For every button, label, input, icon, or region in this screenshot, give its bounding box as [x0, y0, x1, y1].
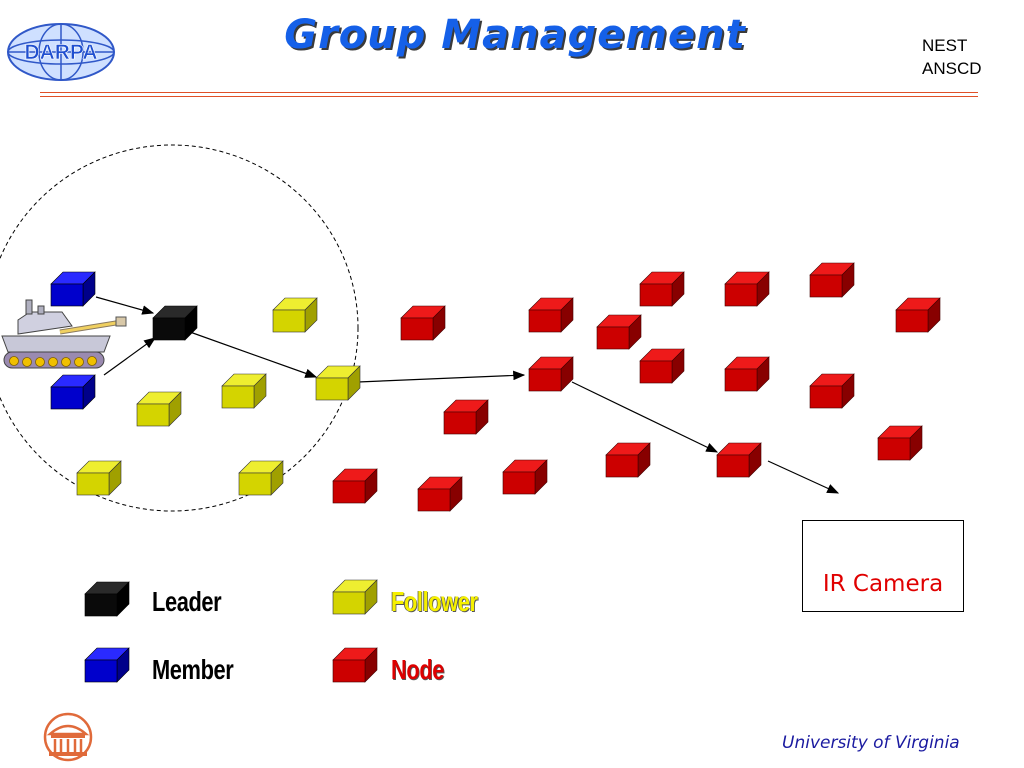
member-brick	[50, 271, 96, 307]
node-brick	[502, 459, 548, 495]
legend-node-brick	[332, 647, 378, 683]
legend-leader-label: Leader	[152, 586, 222, 617]
node-brick	[716, 442, 762, 478]
legend-follower-label: Follower	[391, 586, 478, 617]
follower-brick	[272, 297, 318, 333]
node-brick	[605, 442, 651, 478]
node-brick	[724, 271, 770, 307]
legend-leader-brick	[84, 581, 130, 617]
node-brick	[332, 468, 378, 504]
org-label-text: NEST ANSCD	[922, 36, 982, 78]
leader-brick	[152, 305, 198, 341]
node-brick	[417, 476, 463, 512]
follower-brick	[76, 460, 122, 496]
darpa-logo: DARPA	[6, 22, 116, 86]
member-bricks	[50, 271, 96, 410]
arrow-node-to-camera	[767, 460, 840, 494]
slide-title: Group Management	[284, 12, 746, 58]
follower-brick	[315, 365, 361, 401]
legend-node-label: Node	[391, 654, 445, 685]
arrow-member-to-leader-top	[95, 296, 155, 315]
darpa-logo-text: DARPA	[24, 41, 97, 64]
tank-icon	[1, 299, 127, 369]
node-brick	[724, 356, 770, 392]
arrows	[95, 296, 840, 494]
header-rule	[40, 92, 978, 97]
follower-brick	[136, 391, 182, 427]
ir-camera-box: IR Camera	[802, 520, 964, 612]
node-brick	[877, 425, 923, 461]
follower-bricks	[76, 297, 361, 496]
arrow-follower-to-node	[357, 370, 526, 383]
legend-member-brick	[84, 647, 130, 683]
node-brick	[596, 314, 642, 350]
node-brick	[639, 271, 685, 307]
university-footer: University of Virginia	[782, 733, 960, 753]
group-range-circle	[0, 144, 359, 512]
org-label: NEST ANSCD	[922, 34, 982, 80]
member-brick	[50, 374, 96, 410]
node-brick	[528, 356, 574, 392]
node-brick	[528, 297, 574, 333]
node-brick	[895, 297, 941, 333]
follower-brick	[221, 373, 267, 409]
node-bricks	[332, 262, 941, 512]
node-brick	[809, 262, 855, 298]
legend-follower-brick	[332, 579, 378, 615]
follower-brick	[238, 460, 284, 496]
node-brick	[639, 348, 685, 384]
arrow-member-to-leader-bottom	[103, 337, 156, 376]
rotunda-logo	[42, 712, 94, 766]
arrow-leader-to-follower	[189, 331, 318, 378]
legend-member-label: Member	[152, 654, 234, 685]
node-brick	[809, 373, 855, 409]
arrow-node-to-node	[571, 381, 719, 453]
node-brick	[443, 399, 489, 435]
node-brick	[400, 305, 446, 341]
ir-camera-label: IR Camera	[822, 571, 944, 597]
